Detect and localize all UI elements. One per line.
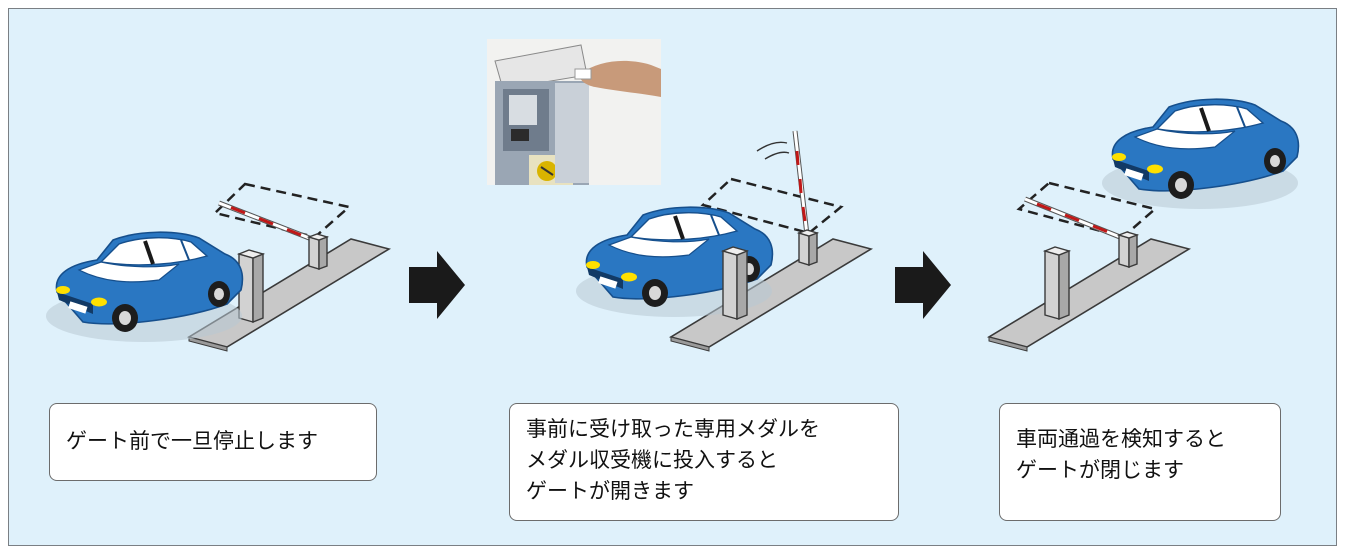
diagram-canvas: ゲート前で一旦停止します 事前に受け取った専用メダルを メダル収受機に投入すると… — [8, 8, 1337, 546]
step1-caption: ゲート前で一旦停止します — [49, 403, 377, 481]
gate-barrier-icon — [756, 130, 810, 236]
car-icon — [44, 230, 245, 344]
step1-illustration — [44, 182, 390, 352]
step2-caption: 事前に受け取った専用メダルを メダル収受機に投入すると ゲートが開きます — [509, 403, 899, 521]
car-icon — [1100, 97, 1301, 211]
gate-barrier-icon — [1024, 196, 1126, 242]
right-arrow-icon — [409, 251, 465, 319]
step3-illustration — [988, 97, 1301, 352]
medal-insertion-photo — [487, 39, 661, 185]
right-arrow-icon — [895, 251, 951, 319]
gate-barrier-icon — [218, 200, 318, 244]
ticket-machine-icon — [495, 81, 589, 185]
step3-caption: 車両通過を検知すると ゲートが閉じます — [999, 403, 1281, 521]
gate-process-illustration — [44, 39, 1301, 352]
step2-illustration — [487, 39, 872, 352]
detection-area-outline — [700, 177, 844, 235]
